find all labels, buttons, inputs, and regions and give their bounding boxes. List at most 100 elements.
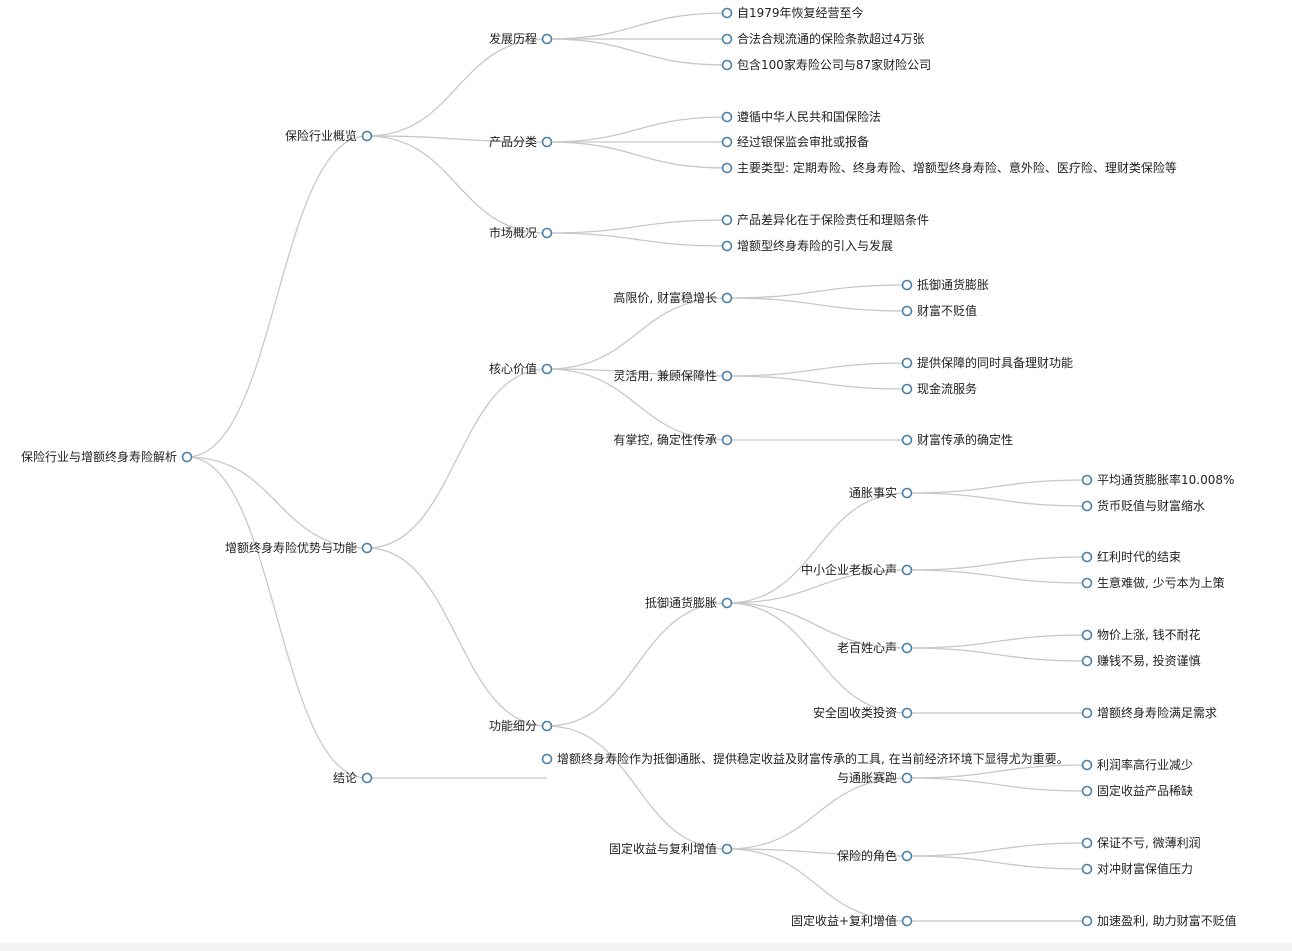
node-circle-toggle[interactable] xyxy=(721,292,733,304)
node-circle-toggle[interactable] xyxy=(541,136,553,148)
node-circle-toggle[interactable] xyxy=(901,279,913,291)
node-circle-toggle[interactable] xyxy=(901,564,913,576)
node-r-0-0-2[interactable]: 包含100家寿险公司与87家财险公司 xyxy=(721,57,932,72)
node-circle-toggle[interactable] xyxy=(1081,551,1093,563)
node-r-1-1-1-2-0[interactable]: 加速盈利, 助力财富不贬值 xyxy=(1081,913,1237,928)
node-circle-toggle[interactable] xyxy=(1081,915,1093,927)
node-circle-toggle[interactable] xyxy=(721,162,733,174)
node-r-2[interactable]: 结论 xyxy=(333,771,373,785)
link-r-1-1 xyxy=(366,547,548,727)
node-r-1-0[interactable]: 核心价值 xyxy=(489,361,553,376)
node-r-1-0-0[interactable]: 高限价, 财富稳增长 xyxy=(613,290,733,305)
node-r-0[interactable]: 保险行业概览 xyxy=(285,128,373,143)
node-r-1-0-1-1[interactable]: 现金流服务 xyxy=(901,381,978,396)
node-r-1-0-2[interactable]: 有掌控, 确定性传承 xyxy=(613,432,733,447)
node-r-1-0-0-1[interactable]: 财富不贬值 xyxy=(901,303,978,318)
node-circle-toggle[interactable] xyxy=(1081,785,1093,797)
node-circle-toggle[interactable] xyxy=(1081,759,1093,771)
node-r-1-1-1-1[interactable]: 保险的角色 xyxy=(837,848,913,863)
node-circle-toggle[interactable] xyxy=(721,434,733,446)
node-circle-toggle[interactable] xyxy=(721,370,733,382)
node-r-2-0[interactable]: 增额终身寿险作为抵御通胀、提供稳定收益及财富传承的工具, 在当前经济环境下显得尤… xyxy=(541,751,1069,766)
node-circle-toggle[interactable] xyxy=(901,915,913,927)
node-r-1-0-1-0[interactable]: 提供保障的同时具备理财功能 xyxy=(901,355,1074,370)
node-circle-toggle[interactable] xyxy=(721,597,733,609)
node-circle-toggle[interactable] xyxy=(541,720,553,732)
node-circle-toggle[interactable] xyxy=(1081,500,1093,512)
node-r-0-1[interactable]: 产品分类 xyxy=(489,135,553,149)
link-r-1-1-0-2-0 xyxy=(906,634,1088,649)
node-r-0-0[interactable]: 发展历程 xyxy=(489,31,553,46)
node-circle-toggle[interactable] xyxy=(721,59,733,71)
node-r-1-1-1-0[interactable]: 与通胀赛跑 xyxy=(837,770,913,785)
node-r-1-1-1-0-0[interactable]: 利润率高行业减少 xyxy=(1081,757,1194,772)
node-r[interactable]: 保险行业与增额终身寿险解析 xyxy=(21,449,193,464)
node-circle-toggle[interactable] xyxy=(901,772,913,784)
node-circle-toggle[interactable] xyxy=(721,136,733,148)
node-r-1-1-0[interactable]: 抵御通货膨胀 xyxy=(645,595,733,610)
node-circle-toggle[interactable] xyxy=(721,240,733,252)
node-circle-toggle[interactable] xyxy=(361,130,373,142)
node-circle-toggle[interactable] xyxy=(901,850,913,862)
node-r-1-1-0-0-1[interactable]: 货币贬值与财富缩水 xyxy=(1081,498,1206,513)
node-circle-toggle[interactable] xyxy=(901,434,913,446)
node-r-1-1-0-0-0[interactable]: 平均通货膨胀率10.008% xyxy=(1081,472,1235,487)
node-r-1-0-0-0[interactable]: 抵御通货膨胀 xyxy=(901,277,990,292)
node-r-1-1-0-2-0[interactable]: 物价上涨, 钱不耐花 xyxy=(1081,627,1201,642)
node-label: 财富传承的确定性 xyxy=(917,432,1013,447)
node-circle-toggle[interactable] xyxy=(541,33,553,45)
node-r-1-1-0-2[interactable]: 老百姓心声 xyxy=(837,641,913,655)
node-circle-toggle[interactable] xyxy=(1081,577,1093,589)
node-circle-toggle[interactable] xyxy=(1081,837,1093,849)
node-label: 功能细分 xyxy=(489,719,537,733)
node-r-0-1-2[interactable]: 主要类型: 定期寿险、终身寿险、增额型终身寿险、意外险、医疗险、理财类保险等 xyxy=(721,160,1177,175)
node-r-0-1-0[interactable]: 遵循中华人民共和国保险法 xyxy=(721,109,882,124)
node-label: 保险行业概览 xyxy=(285,128,357,143)
node-r-0-2-1[interactable]: 增额型终身寿险的引入与发展 xyxy=(721,238,894,253)
node-circle-toggle[interactable] xyxy=(1081,863,1093,875)
node-r-1-0-2-0[interactable]: 财富传承的确定性 xyxy=(901,432,1014,447)
node-circle-toggle[interactable] xyxy=(361,542,373,554)
node-r-1[interactable]: 增额终身寿险优势与功能 xyxy=(225,540,373,555)
node-r-1-1[interactable]: 功能细分 xyxy=(489,719,553,733)
node-r-1-1-0-3[interactable]: 安全固收类投资 xyxy=(813,705,913,720)
node-r-0-2[interactable]: 市场概况 xyxy=(489,225,553,240)
node-r-1-1-1[interactable]: 固定收益与复利增值 xyxy=(609,841,733,856)
node-circle-toggle[interactable] xyxy=(721,7,733,19)
node-circle-toggle[interactable] xyxy=(901,305,913,317)
node-r-1-0-1[interactable]: 灵活用, 兼顾保障性 xyxy=(613,368,733,383)
node-circle-toggle[interactable] xyxy=(1081,707,1093,719)
node-circle-toggle[interactable] xyxy=(361,772,373,784)
node-circle-toggle[interactable] xyxy=(181,451,193,463)
node-r-1-1-1-1-0[interactable]: 保证不亏, 微薄利润 xyxy=(1081,835,1201,850)
link-r-1-1-0-0-0 xyxy=(906,479,1088,494)
node-circle-toggle[interactable] xyxy=(1081,474,1093,486)
node-r-0-1-1[interactable]: 经过银保监会审批或报备 xyxy=(721,134,870,149)
node-circle-toggle[interactable] xyxy=(541,363,553,375)
node-circle-toggle[interactable] xyxy=(721,111,733,123)
node-r-1-1-0-2-1[interactable]: 赚钱不易, 投资谨慎 xyxy=(1081,653,1201,668)
node-circle-toggle[interactable] xyxy=(541,227,553,239)
node-r-1-1-0-1-1[interactable]: 生意难做, 少亏本为上策 xyxy=(1081,575,1225,590)
node-circle-toggle[interactable] xyxy=(721,33,733,45)
node-circle-toggle[interactable] xyxy=(901,707,913,719)
node-circle-toggle[interactable] xyxy=(1081,655,1093,667)
node-circle-toggle[interactable] xyxy=(721,214,733,226)
node-r-0-2-0[interactable]: 产品差异化在于保险责任和理赔条件 xyxy=(721,212,930,227)
node-r-0-0-1[interactable]: 合法合规流通的保险条款超过4万张 xyxy=(721,31,925,46)
node-r-0-0-0[interactable]: 自1979年恢复经营至今 xyxy=(721,5,864,20)
node-circle-toggle[interactable] xyxy=(901,357,913,369)
node-r-1-1-0-1[interactable]: 中小企业老板心声 xyxy=(801,562,913,577)
node-circle-toggle[interactable] xyxy=(901,383,913,395)
node-r-1-1-0-3-0[interactable]: 增额终身寿险满足需求 xyxy=(1081,705,1218,720)
node-circle-toggle[interactable] xyxy=(721,843,733,855)
node-r-1-1-1-0-1[interactable]: 固定收益产品稀缺 xyxy=(1081,783,1194,798)
node-r-1-1-0-1-0[interactable]: 红利时代的结束 xyxy=(1081,549,1182,564)
node-circle-toggle[interactable] xyxy=(901,487,913,499)
node-circle-toggle[interactable] xyxy=(541,753,553,765)
node-r-1-1-1-2[interactable]: 固定收益+复利增值 xyxy=(791,913,913,928)
node-circle-toggle[interactable] xyxy=(1081,629,1093,641)
node-circle-toggle[interactable] xyxy=(901,642,913,654)
node-r-1-1-0-0[interactable]: 通胀事实 xyxy=(849,485,913,500)
node-r-1-1-1-1-1[interactable]: 对冲财富保值压力 xyxy=(1081,861,1194,876)
